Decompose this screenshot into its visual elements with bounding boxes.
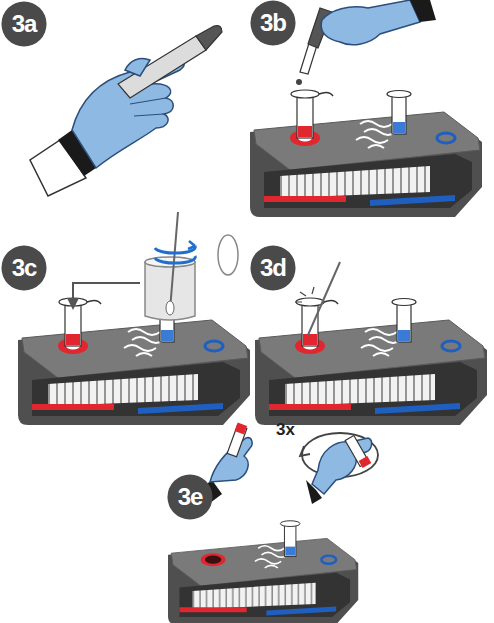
device-3c-part (59, 298, 101, 346)
hand-rotating-tube-part (306, 480, 322, 504)
hand-with-tube-part (196, 26, 222, 50)
step-number: 3e (178, 483, 203, 511)
hand-with-dropper-part (296, 79, 302, 85)
device-3c-part (18, 299, 250, 426)
hand-with-dropper-part (410, 0, 436, 22)
device-3e-part (205, 556, 221, 564)
device-3d (255, 298, 487, 425)
hand-rotating-tube-part (300, 446, 310, 456)
step-number: 3d (260, 254, 286, 282)
hand-rotating-tube-part (359, 456, 372, 468)
device-3d-part (296, 298, 338, 346)
buffer-jar-part (155, 256, 195, 263)
buffer-jar-part (73, 283, 140, 300)
buffer-jar (67, 212, 238, 320)
step-badge: 3e (167, 474, 213, 520)
step-number: 3c (12, 254, 37, 282)
buffer-jar-part (218, 235, 238, 275)
snapped-swab-part (295, 287, 314, 302)
snapped-swab (295, 262, 340, 335)
device-3b (250, 90, 482, 217)
badge-circle-shape (250, 0, 295, 45)
device-3b-part (291, 90, 333, 138)
hand-rotating-tube (300, 433, 378, 504)
buffer-jar-part (145, 262, 195, 320)
buffer-jar-part (145, 257, 195, 267)
hand-inverting-tube-part (235, 423, 247, 435)
hand-rotating-tube-part (312, 438, 372, 494)
step-badge: 3d (250, 245, 296, 291)
device-3e (168, 521, 358, 623)
hand-with-tube-part (118, 36, 206, 98)
step-badge: 3a (1, 1, 47, 47)
badge-circle-shape (1, 1, 46, 46)
hand-with-dropper-part (321, 0, 420, 45)
buffer-jar-part (67, 298, 79, 310)
step-number: 3b (260, 9, 286, 37)
snapped-swab-part (308, 262, 340, 335)
device-3b-part (250, 91, 482, 218)
device-3e-part (201, 553, 226, 566)
badge-circle-shape (250, 245, 295, 290)
hand-with-tube (30, 26, 222, 196)
step-badge: 3b (250, 0, 296, 46)
buffer-jar-part (170, 212, 178, 310)
device-3d-part (255, 299, 487, 426)
device-3c (18, 298, 250, 425)
step-badge: 3c (1, 245, 47, 291)
repeat-count: 3x (276, 420, 295, 440)
buffer-jar-part (166, 301, 174, 315)
badge-circle-shape (167, 474, 212, 519)
device-3e-part (168, 521, 358, 623)
step-number: 3a (12, 10, 37, 38)
hand-with-dropper (296, 0, 436, 85)
badge-circle-shape (1, 245, 46, 290)
buffer-jar-part (188, 241, 195, 249)
hand-with-tube-part (125, 58, 150, 76)
